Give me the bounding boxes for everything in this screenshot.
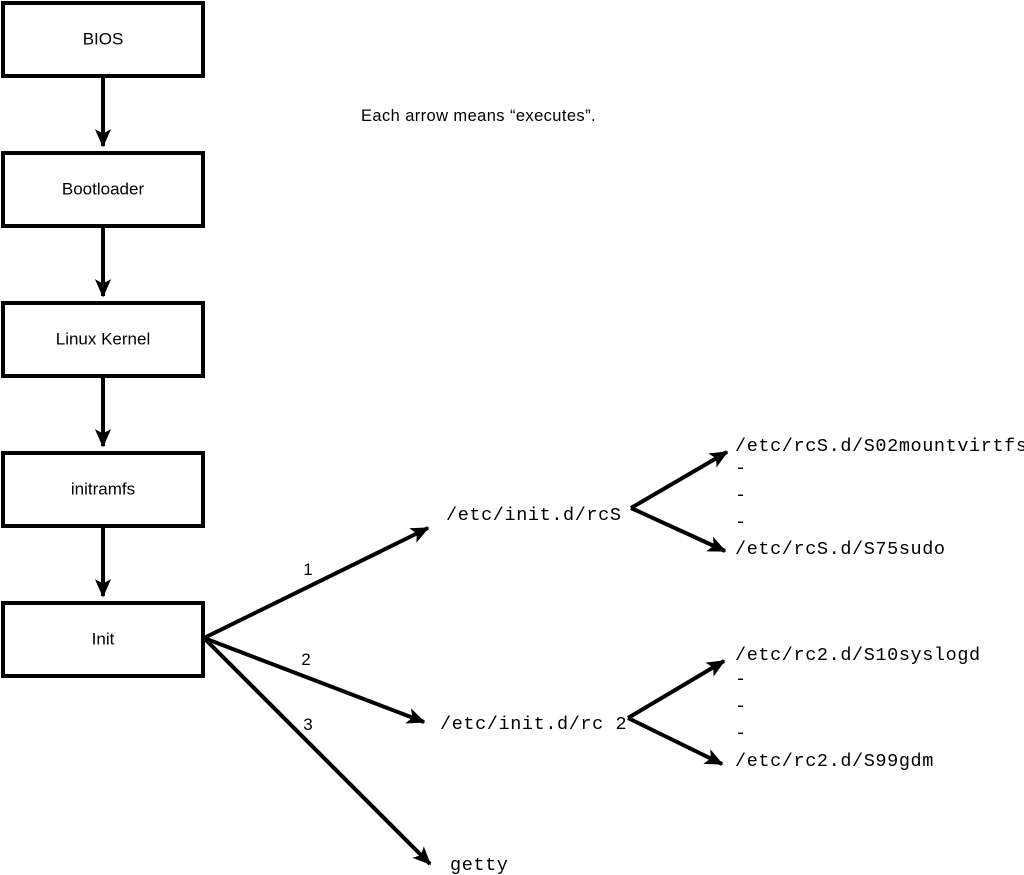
edge-rcs-to-first-script bbox=[629, 450, 729, 510]
node-initramfs[interactable]: initramfs bbox=[1, 451, 205, 528]
node-init[interactable]: Init bbox=[1, 601, 205, 678]
edge-label-2: 2 bbox=[301, 650, 310, 669]
edge-init-to-rcs bbox=[203, 526, 430, 640]
initramfs-label: initramfs bbox=[71, 479, 135, 498]
node-bios[interactable]: BIOS bbox=[1, 1, 205, 78]
rc2-first-script: /etc/rc2.d/S10syslogd bbox=[735, 645, 981, 666]
edge-rcs-to-last-script bbox=[630, 506, 727, 553]
edge-label-1: 1 bbox=[303, 560, 312, 579]
rc2-script-label: /etc/init.d/rc 2 bbox=[440, 714, 627, 735]
bios-label: BIOS bbox=[83, 29, 124, 48]
rc2-ellipsis-dash-3: - bbox=[735, 723, 746, 744]
bootloader-box[interactable] bbox=[1, 151, 205, 228]
init-label: Init bbox=[92, 629, 115, 648]
linux-kernel-box[interactable] bbox=[1, 301, 205, 378]
rcs-last-script: /etc/rcS.d/S75sudo bbox=[735, 539, 946, 560]
edge-rc2-to-first-script bbox=[626, 659, 726, 720]
linux-kernel-label: Linux Kernel bbox=[56, 329, 151, 348]
edge-init-to-getty bbox=[202, 636, 432, 866]
initramfs-box[interactable] bbox=[1, 451, 205, 528]
rcs-ellipsis-dash-2: - bbox=[735, 485, 746, 506]
rcs-ellipsis-dash-3: - bbox=[735, 512, 746, 533]
getty-label: getty bbox=[450, 855, 509, 875]
rcs-first-script: /etc/rcS.d/S02mountvirtfs bbox=[735, 436, 1024, 457]
diagram-caption: Each arrow means “executes”. bbox=[361, 107, 596, 125]
rcs-script-label: /etc/init.d/rcS bbox=[446, 505, 622, 526]
edge-init-to-rc2 bbox=[203, 636, 426, 724]
bootloader-label: Bootloader bbox=[62, 179, 145, 198]
edge-rc2-to-last-script bbox=[627, 716, 724, 766]
node-linux-kernel[interactable]: Linux Kernel bbox=[1, 301, 205, 378]
rc2-last-script: /etc/rc2.d/S99gdm bbox=[735, 751, 934, 772]
rcs-ellipsis-dash-1: - bbox=[735, 458, 746, 479]
init-box[interactable] bbox=[1, 601, 205, 678]
node-bootloader[interactable]: Bootloader bbox=[1, 151, 205, 228]
rc2-ellipsis-dash-2: - bbox=[735, 696, 746, 717]
bios-box[interactable] bbox=[1, 1, 205, 78]
edge-label-3: 3 bbox=[303, 715, 312, 734]
rc2-ellipsis-dash-1: - bbox=[735, 669, 746, 690]
